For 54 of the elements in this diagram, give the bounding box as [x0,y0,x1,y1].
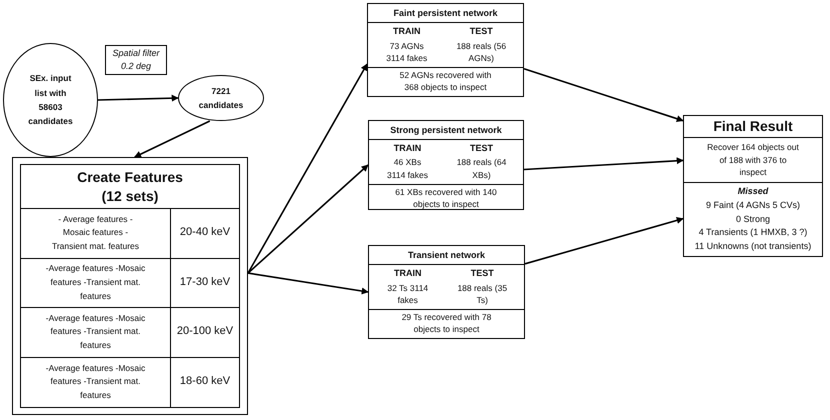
cell-text: 18-60 keV [180,374,230,390]
missed-item: 9 Faint (4 AGNs 5 CVs) [706,200,800,212]
filter-box [105,45,167,75]
cell-text: 20-40 keV [180,225,230,240]
test-values: 188 reals (35 Ts) [457,282,508,307]
result-text: 29 Ts recovered with 78 objects to inspect [400,312,492,336]
node-label: 7221 candidates [198,84,244,112]
network-title: Faint persistent network [393,7,498,20]
result-box [683,115,823,257]
cell-text: 17-30 keV [180,274,230,290]
train-values: 46 XBs 3114 fakes [386,156,429,182]
table-cell [21,258,171,308]
column-heading: TRAIN [394,267,422,280]
network-title: Transient network [408,249,486,262]
column-heading: TEST [470,267,494,280]
test-values: 188 reals (56 AGNs) [456,40,506,65]
cell-text: -Average features -Mosaic features -Transient mat. features [46,362,146,402]
table-cell [21,209,171,258]
column-heading: TRAIN [394,142,422,154]
missed-item: 4 Transients (1 HMXB, 3 ?) [698,227,808,240]
cell-text: 20-100 keV [176,324,234,340]
arrow [248,272,369,294]
table-heading: Create Features (12 sets) [76,168,184,206]
section-heading: Missed [738,186,768,198]
result-text: 61 XBs recovered with 140 objects to inspect [394,186,498,211]
result-text: Recover 164 objects out of 188 with 376 to inspect [707,140,799,180]
arrow [524,68,684,122]
column-heading: TEST [470,25,493,38]
cell-text: -Average features -Mosaic features -Transient mat. features [46,262,146,303]
network-box [367,3,524,97]
missed-item: 0 Strong [736,214,770,226]
cell-text: - Average features - Mosaic features -Transient mat. features [50,212,140,254]
arrow [98,94,179,102]
cell-text: -Average features -Mosaic features -Transient mat. features [46,312,146,352]
network-box [368,120,524,210]
node-label: SEx. input list with 58603 candidates [28,72,74,128]
train-values: 32 Ts 3114 fakes [386,282,430,307]
column-heading: TEST [470,142,493,154]
column-heading: TRAIN [393,25,420,38]
arrow [524,217,684,265]
test-values: 188 reals (64 XBs) [456,156,506,182]
node-label: Spatial filter 0.2 deg [111,46,161,73]
missed-item: 11 Unknowns (not transients) [694,241,812,253]
arrow [134,120,210,158]
network-box [368,245,525,339]
table-cell [21,308,171,358]
features-panel [12,157,248,415]
network-title: Strong persistent network [390,124,502,136]
arrow [524,157,684,170]
arrow [247,64,368,274]
result-title: Final Result [713,118,793,135]
arrow [247,164,369,274]
result-text: 52 AGNs recovered with 368 objects to inspect [398,70,492,94]
train-values: 73 AGNs 3114 fakes [385,40,428,65]
